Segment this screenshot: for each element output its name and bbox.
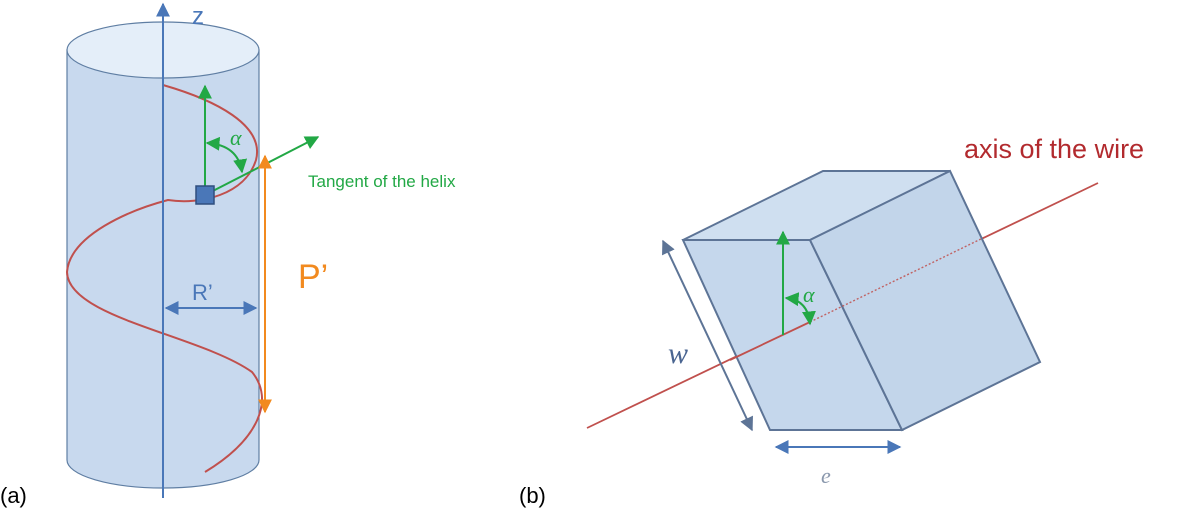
surface-element xyxy=(195,185,215,205)
panel-b-label: (b) xyxy=(519,483,546,508)
thickness-label: e xyxy=(821,463,831,488)
width-label: w xyxy=(668,337,688,370)
rectangular-box xyxy=(681,169,1042,432)
box-side-face xyxy=(808,169,1042,432)
alpha-label-b: α xyxy=(803,282,815,307)
alpha-arc-b xyxy=(784,292,816,326)
panel-a: z α Tangent of the helix R’ P’ (a) xyxy=(0,2,456,508)
alpha-label-a: α xyxy=(230,125,242,150)
radius-label: R’ xyxy=(192,280,213,305)
wire-axis-hidden-segment xyxy=(809,236,986,323)
pitch-label: P’ xyxy=(298,258,328,296)
wire-axis-label: axis of the wire xyxy=(964,134,1144,164)
alpha-arc-a xyxy=(205,136,248,174)
panel-b: α w e axis of the wire (b) xyxy=(519,134,1144,508)
panel-a-label: (a) xyxy=(0,483,27,508)
helix-curve xyxy=(65,84,263,473)
tangent-label: Tangent of the helix xyxy=(308,172,456,191)
z-axis-label: z xyxy=(192,3,204,30)
width-arrow xyxy=(662,239,753,432)
